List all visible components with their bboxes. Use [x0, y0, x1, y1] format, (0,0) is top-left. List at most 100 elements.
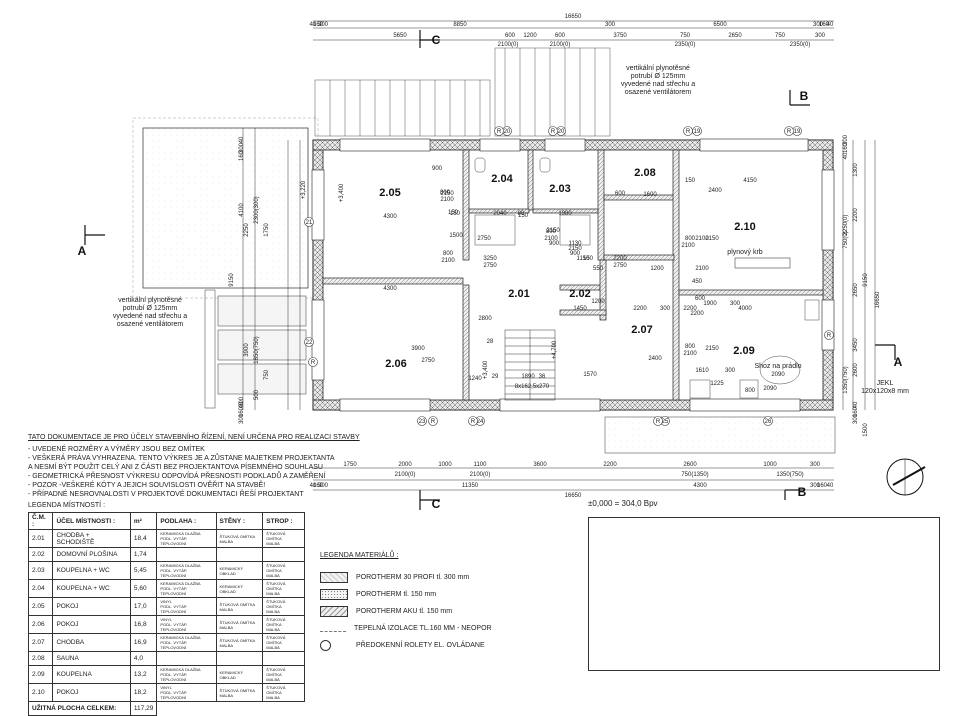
material-legend-item: POROTHERM AKU tl. 150 mm [320, 603, 560, 620]
sanitary-fixtures [474, 157, 820, 399]
dimension-label: 3750 [613, 33, 627, 39]
inner-dimension: 2100 [695, 266, 709, 272]
table-cell: KERAMICKÝ OBKLAD [215, 579, 264, 598]
inner-dimension: 800 [685, 236, 696, 242]
inner-dimension: 2150 [705, 236, 719, 242]
axis-label: 21 [306, 220, 313, 226]
dimension-label: 160 [843, 142, 849, 153]
table-cell: POKOJ [52, 597, 131, 616]
table-cell: DOMOVNÍ PLOŠINA [52, 547, 131, 562]
inner-dimension: 2150 [440, 191, 454, 197]
left-facade-panels [204, 289, 307, 409]
table-cell: KERAMICKÝ OBKLAD [215, 665, 264, 684]
inner-dimension: 1980 [558, 211, 572, 217]
material-legend-item: PŘEDOKENNÍ ROLETY EL. OVLÁDANE [320, 637, 560, 654]
inner-walls [322, 149, 824, 401]
inner-dimension: 80 [518, 211, 525, 217]
dimension-label: 2250 [244, 223, 250, 237]
dimension-label: 4100 [239, 203, 245, 217]
dimension-label: 9150 [863, 273, 869, 287]
room-number: 2.08 [634, 167, 655, 179]
inner-dimension: 2150 [568, 246, 582, 252]
axis-label: 19 [694, 129, 701, 135]
material-label: PŘEDOKENNÍ ROLETY EL. OVLÁDANE [356, 642, 485, 649]
dimension-label: 160 [313, 22, 324, 28]
axis-label: 19 [794, 129, 801, 135]
table-cell: KOUPELNA + WC [52, 561, 131, 580]
inner-dimension: 2100 [440, 197, 454, 203]
inner-dimension: 1200 [591, 299, 605, 305]
dimension-label: 300 [815, 33, 826, 39]
inner-dimension: 2400 [708, 188, 722, 194]
material-label: POROTHERM AKU tl. 150 mm [356, 608, 453, 615]
note-item: - VEŠKERÁ PRÁVA VYHRAZENA. TENTO VÝKRES … [28, 455, 335, 462]
axis-label: R [471, 419, 476, 425]
table-cell: 2.05 [27, 597, 54, 616]
inner-dimension: 600 [615, 191, 626, 197]
dimension-label: 4300 [693, 483, 707, 489]
jekl-label: 120x120x8 mm [861, 388, 909, 395]
dimension-label: 2100(0) [498, 42, 519, 48]
top-dimensions [313, 20, 834, 41]
inner-dimension: 550 [593, 266, 604, 272]
fireplace-label: plynový krb [727, 249, 763, 256]
table-header: m² [129, 512, 158, 530]
axis-label: R [311, 360, 316, 366]
inner-dimension: 2750 [483, 263, 497, 269]
inner-dimension: 36 [539, 374, 546, 380]
inner-dimension: 150 [450, 211, 461, 217]
dimension-label: 3900 [244, 343, 250, 357]
inner-dimension: 4300 [383, 286, 397, 292]
table-cell: 16,8 [129, 615, 158, 634]
table-cell: 16,9 [129, 633, 158, 652]
table-cell: 17,0 [129, 597, 158, 616]
dimension-overall: 16650 [565, 493, 582, 499]
inner-dimension: 1200 [650, 266, 664, 272]
inner-dimension: 4150 [743, 178, 757, 184]
cross-swatch-icon [320, 572, 348, 583]
dimension-label: 8850 [453, 22, 467, 28]
level-mark: +3,220 [301, 180, 307, 199]
table-header: ÚČEL MÍSTNOSTI : [52, 512, 131, 530]
inner-dimension: 1225 [710, 381, 724, 387]
inner-dimension: 3900 [411, 346, 425, 352]
table-cell: 2.01 [27, 529, 54, 548]
inner-dimension: 1900 [703, 301, 717, 307]
inner-dimension: 1610 [695, 368, 709, 374]
level-mark: +4,700 [552, 340, 558, 359]
inner-dimension: 1130 [569, 241, 583, 247]
section-mark: B [798, 485, 807, 499]
inner-dimension: 900 [432, 166, 443, 172]
table-header: STROP : [262, 512, 305, 530]
dimension-label: 160 [819, 22, 830, 28]
inner-dimension: 800 [440, 190, 451, 196]
table-cell: KOUPELNA + WC [52, 579, 131, 598]
laundry-chute-dim: 2090 [771, 372, 785, 378]
dimension-label: 2650 [853, 283, 859, 297]
dimension-label: 40 [239, 136, 245, 143]
inner-dimension: 2750 [477, 236, 491, 242]
dimension-label: 1350(750) [843, 366, 849, 393]
table-cell: 2.06 [27, 615, 54, 634]
dimension-label: 11350 [462, 483, 479, 489]
inner-dimension: 900 [549, 241, 560, 247]
inner-dimension: 3250 [483, 256, 497, 262]
inner-dimension: 2200 [633, 306, 647, 312]
axis-label: R [686, 129, 691, 135]
table-cell: 2.04 [27, 579, 54, 598]
dimension-label: 2600 [683, 462, 697, 468]
room-number: 2.05 [379, 187, 400, 199]
